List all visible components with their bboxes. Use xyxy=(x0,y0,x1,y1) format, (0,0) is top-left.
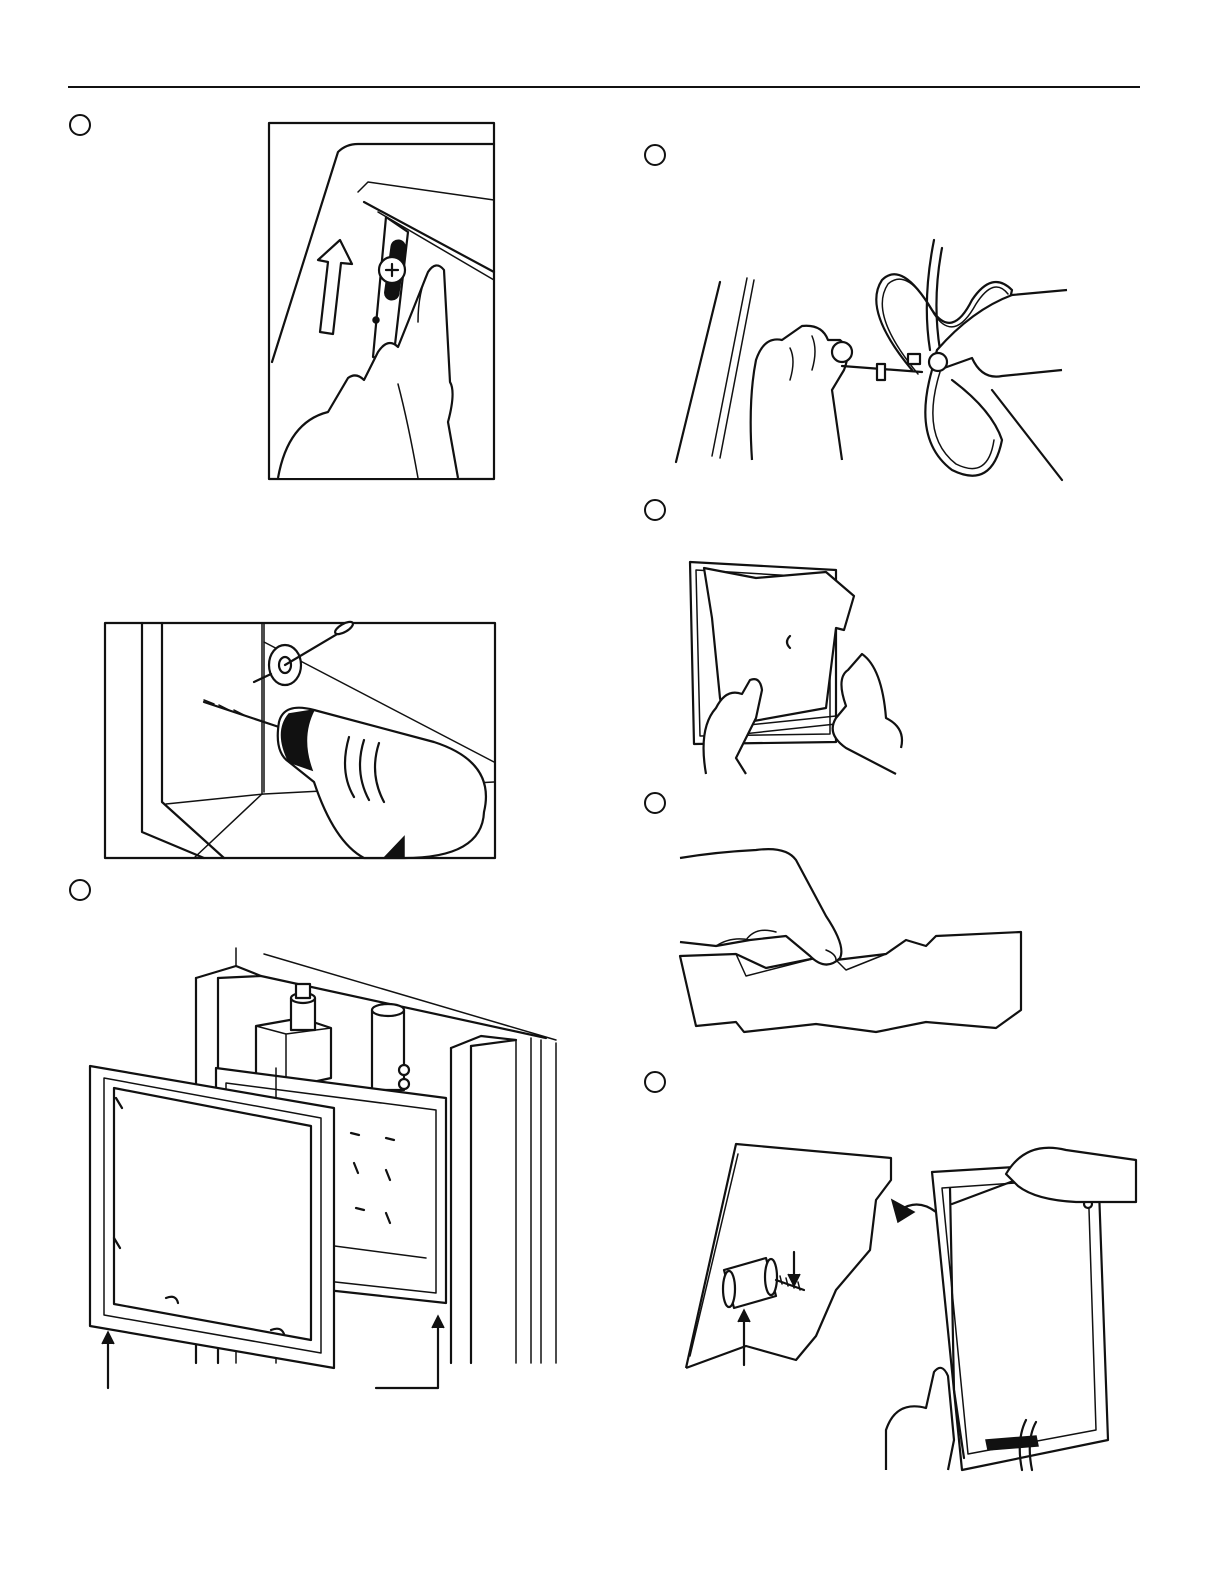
drill-anchor-illustration xyxy=(104,622,496,859)
tab-bend-illustration xyxy=(676,846,1026,1036)
frame-assembly-illustration xyxy=(86,948,566,1393)
cable-tie-illustration xyxy=(672,240,1067,490)
step-marker-4 xyxy=(644,499,666,521)
step-marker-2 xyxy=(69,879,91,901)
step-marker-3 xyxy=(644,144,666,166)
step-marker-5 xyxy=(644,792,666,814)
step-marker-1 xyxy=(69,114,91,136)
header-rule xyxy=(68,86,1140,88)
panel-insert-illustration xyxy=(686,558,916,774)
step-marker-6 xyxy=(644,1071,666,1093)
mount-screw-illustration xyxy=(686,1140,1136,1470)
screw-bracket-illustration xyxy=(268,122,495,480)
